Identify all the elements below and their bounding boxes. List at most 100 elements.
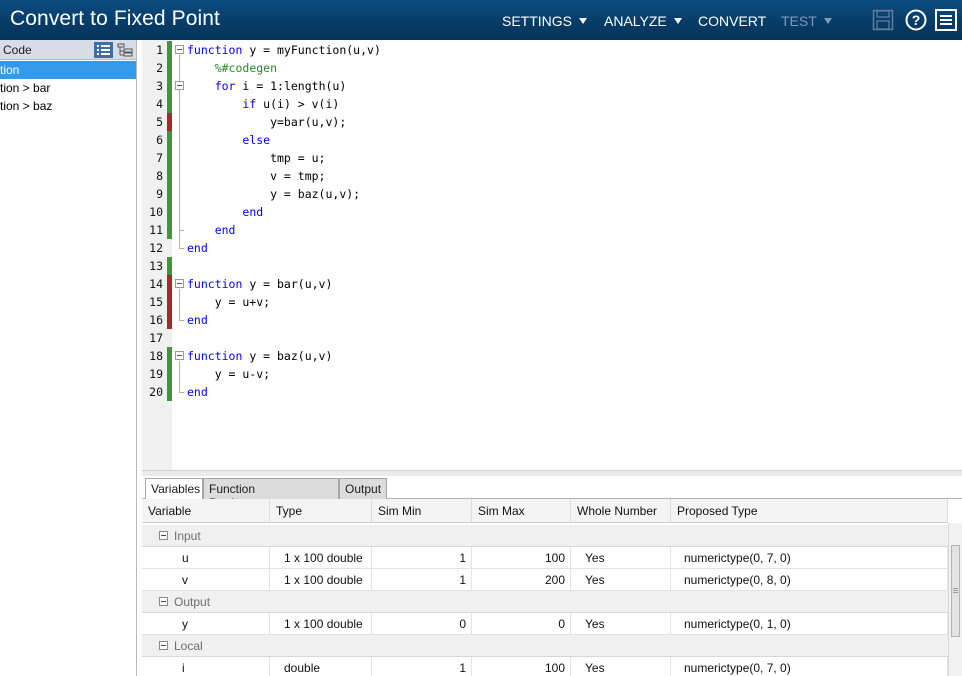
code-keyword: end [187,385,208,399]
fold-toggle-icon[interactable] [175,279,184,288]
code-line: y = u+v; [187,293,270,311]
cell-proposed[interactable]: numerictype(0, 8, 0) [671,569,948,591]
code-text: tmp = u; [187,151,326,165]
fold-toggle-icon[interactable] [175,81,184,90]
code-line: end [187,221,236,239]
fold-end [179,320,184,321]
function-list-item[interactable]: tion > bar [0,81,51,95]
code-text [187,61,215,75]
line-number: 4 [156,97,163,111]
coverage-bar [167,167,172,185]
function-list-item[interactable]: tion > baz [0,99,53,113]
tab-output[interactable]: Output [339,478,387,499]
line-number: 17 [149,331,163,345]
line-number: 1 [156,43,163,57]
tab-variables[interactable]: Variables [145,478,203,500]
cell-proposed[interactable]: numerictype(0, 7, 0) [671,657,948,676]
coverage-bar [167,77,172,95]
code-text: v = tmp; [187,169,326,183]
cell-whole: Yes [571,657,671,676]
code-text: y = u+v; [187,295,271,309]
code-text [187,223,215,237]
column-header[interactable]: Proposed Type [671,499,948,523]
collapse-icon[interactable] [159,641,168,650]
cell-proposed[interactable]: numerictype(0, 7, 0) [671,547,948,569]
code-keyword: end [242,205,264,219]
line-number: 5 [156,115,163,129]
cell-sim-max: 200 [472,569,571,591]
cell-type: 1 x 100 double [270,569,372,591]
column-header[interactable]: Type [270,499,372,523]
collapse-icon[interactable] [159,531,168,540]
cell-type: double [270,657,372,676]
code-text: i = 1:length(u) [235,79,347,93]
fold-toggle-icon[interactable] [175,351,184,360]
tree-view-icon[interactable] [116,42,135,58]
coverage-bar [167,203,172,221]
cell-proposed[interactable]: numerictype(0, 1, 0) [671,613,948,635]
scrollbar-thumb[interactable] [951,545,960,637]
convert-menu[interactable]: CONVERT [698,13,766,29]
code-keyword: end [187,241,208,255]
tab-function-replacements[interactable]: Function Replacements [203,478,339,510]
fold-end [179,230,184,231]
code-line: y = baz(u,v); [187,185,360,203]
cell-variable: v [142,569,270,591]
title-bar: Convert to Fixed Point SETTINGS ANALYZE … [0,0,962,40]
code-keyword: function [187,277,243,291]
fold-line [179,91,180,230]
code-keyword: end [187,313,208,327]
line-number: 10 [149,205,163,219]
code-text: y = baz(u,v) [242,349,333,363]
cell-sim-max: 0 [472,613,571,635]
save-icon[interactable] [872,9,894,31]
table-group-row[interactable]: Input [142,525,948,547]
code-text: y=bar(u,v); [187,115,347,129]
code-text: y = myFunction(u,v) [242,43,381,57]
coverage-bar [167,293,172,311]
line-number: 20 [149,385,163,399]
line-number: 13 [149,259,163,273]
list-view-icon[interactable] [94,42,113,58]
code-text: y = bar(u,v) [242,277,333,291]
cell-variable: u [142,547,270,569]
coverage-bar [167,257,172,275]
table-group-row[interactable]: Local [142,635,948,657]
help-icon[interactable]: ? [905,9,927,31]
collapse-icon[interactable] [159,597,168,606]
code-text: y = baz(u,v); [187,187,361,201]
analyze-menu[interactable]: ANALYZE [604,13,682,29]
code-keyword: if [242,97,257,111]
column-header[interactable]: Sim Max [472,499,571,523]
line-number: 19 [149,367,163,381]
chevron-down-icon [673,18,682,24]
test-menu-label: TEST [781,13,817,29]
column-header[interactable]: Whole Number [571,499,671,523]
menu-icon[interactable] [935,9,957,31]
function-list-item[interactable]: tion [0,61,136,79]
fold-line [179,289,180,320]
code-line: tmp = u; [187,149,325,167]
code-line: for i = 1:length(u) [187,77,347,95]
fold-toggle-icon[interactable] [175,45,184,54]
convert-menu-label: CONVERT [698,13,767,29]
settings-menu[interactable]: SETTINGS [502,13,588,29]
svg-text:?: ? [912,12,921,28]
analyze-menu-label: ANALYZE [604,13,667,29]
cell-whole: Yes [571,613,671,635]
panel-splitter[interactable] [142,470,962,476]
line-number: 16 [149,313,163,327]
table-group-row[interactable]: Output [142,591,948,613]
column-header[interactable]: Sim Min [372,499,472,523]
fold-end [179,392,184,393]
vertical-scrollbar[interactable] [948,523,962,676]
column-header[interactable]: Variable [142,499,270,523]
code-area[interactable]: function y = myFunction(u,v) %#codegen f… [172,40,962,470]
test-menu: TEST [781,13,832,29]
